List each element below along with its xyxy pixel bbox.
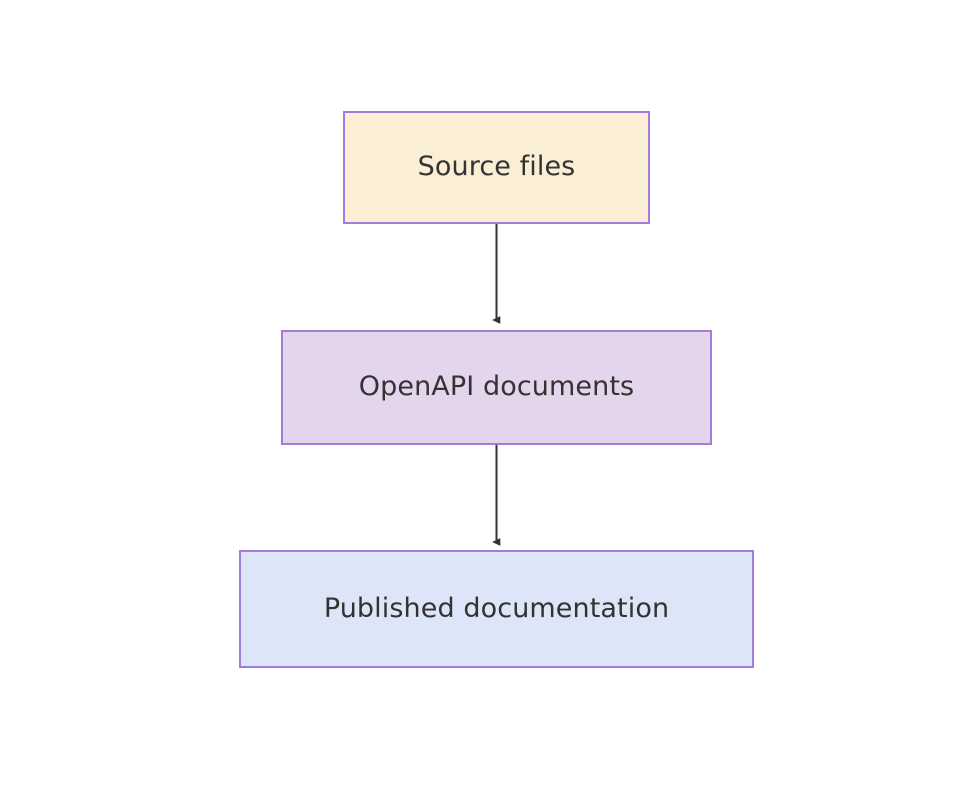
node-source-files[interactable]: Source files — [343, 111, 650, 224]
node-published-documentation[interactable]: Published documentation — [239, 550, 754, 668]
node-openapi-documents[interactable]: OpenAPI documents — [281, 330, 712, 445]
node-source-files-label: Source files — [417, 151, 576, 183]
node-openapi-documents-label: OpenAPI documents — [358, 371, 635, 403]
node-published-documentation-label: Published documentation — [323, 592, 670, 624]
